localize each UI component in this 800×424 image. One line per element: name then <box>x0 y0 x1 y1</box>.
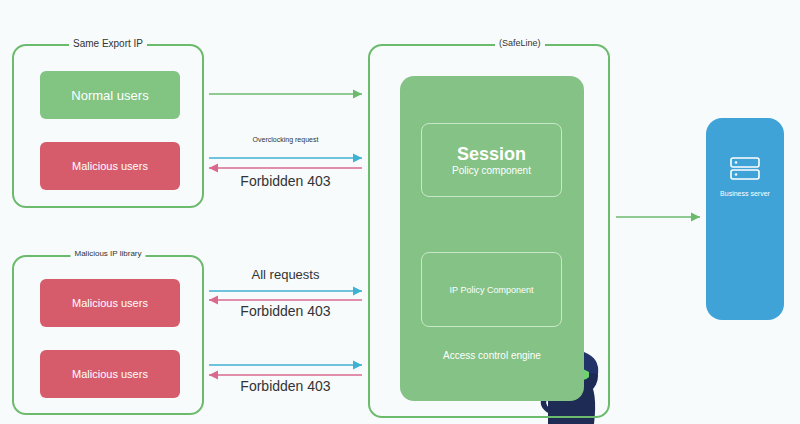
arrow-head <box>353 287 362 296</box>
edge-label: Forbidden 403 <box>240 303 330 319</box>
box-label: Business server <box>720 190 770 197</box>
arrow-head <box>209 371 218 380</box>
user-box: Normal users <box>40 71 180 119</box>
group-title: (SafeLine) <box>495 38 545 48</box>
edge-label: Forbidden 403 <box>240 173 330 189</box>
flow-arrow <box>209 167 362 169</box>
box-label: Malicious users <box>72 297 148 309</box>
arrow-head <box>353 361 362 370</box>
user-box: Malicious users <box>40 350 180 398</box>
engine-label: Access control engine <box>443 350 541 361</box>
flow-arrow <box>209 299 362 301</box>
server-icon <box>727 156 763 182</box>
engine-panel: Access control engine SessionPolicy compo… <box>400 76 584 401</box>
arrow-head <box>353 90 362 99</box>
waf-box: (SafeLine)Access control engineSessionPo… <box>368 44 610 418</box>
user-box: Malicious users <box>40 279 180 327</box>
policy-box: IP Policy Component <box>421 252 562 327</box>
flow-arrow <box>209 157 362 159</box>
arrow-head <box>353 154 362 163</box>
edge-label: All requests <box>252 267 320 282</box>
group-box: Same Export IPNormal usersMalicious user… <box>12 44 204 208</box>
group-title: Malicious IP library <box>71 249 146 258</box>
flow-arrow <box>616 216 700 218</box>
arrow-head <box>209 164 218 173</box>
flow-arrow <box>209 290 362 292</box>
edge-label: Forbidden 403 <box>240 378 330 394</box>
policy-label: Policy component <box>452 165 531 176</box>
policy-heading: Session <box>457 144 526 165</box>
user-box: Malicious users <box>40 142 180 190</box>
flow-arrow <box>209 374 362 376</box>
box-label: Malicious users <box>72 160 148 172</box>
box-label: Normal users <box>71 88 148 103</box>
arrow-head <box>691 213 700 222</box>
arrow-head <box>209 296 218 305</box>
edge-label: Overclocking request <box>253 136 319 143</box>
group-title: Same Export IP <box>69 38 147 49</box>
policy-box: SessionPolicy component <box>421 123 562 197</box>
box-label: Malicious users <box>72 368 148 380</box>
policy-label: IP Policy Component <box>450 285 534 295</box>
group-box: Malicious IP libraryMalicious usersMalic… <box>12 255 204 415</box>
flow-arrow <box>209 93 362 95</box>
server-box: Business server <box>706 118 784 320</box>
flow-arrow <box>209 364 362 366</box>
